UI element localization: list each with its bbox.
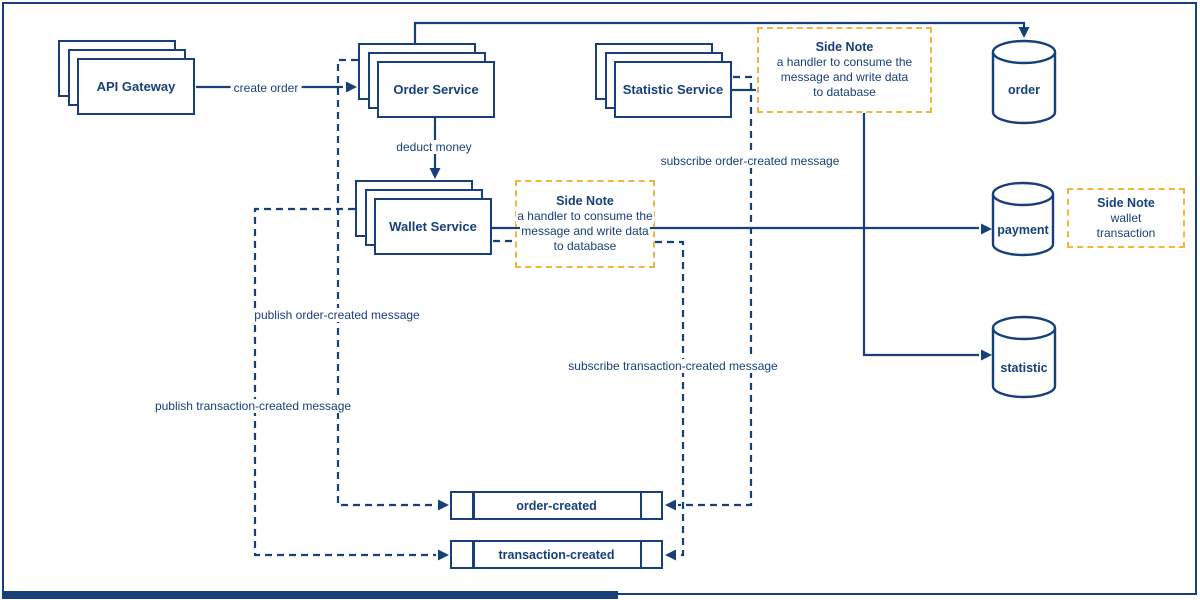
side-note-line: message and write data	[520, 224, 650, 239]
side-note-line: a handler to consume the	[775, 55, 914, 70]
statistic-database-cylinder	[991, 315, 1057, 399]
payment-side-note: Side Note wallet transaction	[1067, 188, 1185, 248]
api-gateway-label: API Gateway	[96, 79, 176, 94]
arrowhead-payment-db	[981, 223, 992, 235]
stack-box-front: Order Service	[377, 61, 495, 118]
subscribe-order-created-label: subscribe order-created message	[657, 154, 843, 168]
side-note-line: a handler to consume the	[516, 209, 654, 224]
arrowhead-order-created-right	[665, 499, 676, 511]
stack-box-front: API Gateway	[77, 58, 195, 115]
side-note-line: to database	[812, 85, 877, 100]
api-gateway-service: API Gateway	[58, 40, 195, 115]
arrowheads	[346, 27, 1030, 561]
publish-transaction-created-edge	[253, 207, 436, 557]
statistic-service: Statistic Service	[595, 43, 732, 118]
side-note-title: Side Note	[1095, 195, 1157, 211]
publish-order-created-edge	[336, 58, 436, 507]
publish-order-created-label: publish order-created message	[251, 308, 423, 322]
order-service: Order Service	[358, 43, 495, 118]
transaction-created-queue-label: transaction-created	[498, 547, 615, 562]
order-service-to-order-db-edge	[413, 21, 1026, 43]
arrowhead-order-db	[1018, 27, 1030, 38]
order-database-label: order	[1008, 83, 1040, 97]
publish-transaction-created-label: publish transaction-created message	[151, 399, 355, 413]
side-note-to-statistic-db-edge	[862, 113, 979, 357]
side-note-line: to database	[552, 239, 618, 254]
deduct-money-label: deduct money	[393, 140, 475, 154]
queue-divider	[472, 493, 475, 518]
arrowhead-deduct-money	[429, 168, 441, 179]
side-note-line: message and write data	[779, 70, 910, 85]
statistic-database-label: statistic	[1000, 361, 1048, 375]
subscribe-order-created-edge	[678, 75, 753, 507]
order-created-queue-label: order-created	[516, 498, 597, 513]
queue-divider	[639, 493, 642, 518]
arrowhead-create-order	[346, 81, 357, 93]
dashed-connectors	[253, 58, 753, 557]
wallet-service: Wallet Service	[355, 180, 492, 255]
stack-box-front: Wallet Service	[374, 198, 492, 255]
arrowhead-transaction-created-right	[665, 549, 676, 561]
arrowhead-order-created-left	[438, 499, 449, 511]
subscribe-transaction-created-label: subscribe transaction-created message	[565, 359, 781, 373]
queue-divider	[472, 542, 475, 567]
payment-database-cylinder	[991, 181, 1055, 257]
subscribe-transaction-created-edge	[655, 240, 685, 557]
statistic-side-note: Side Note a handler to consume the messa…	[757, 27, 932, 113]
order-database-cylinder	[991, 39, 1057, 125]
wallet-service-label: Wallet Service	[389, 219, 477, 234]
bottom-progress-bar	[2, 591, 618, 599]
create-order-label: create order	[230, 81, 302, 95]
order-created-queue: order-created	[450, 491, 663, 520]
arrowhead-statistic-db	[981, 349, 992, 361]
stack-box-front: Statistic Service	[614, 61, 732, 118]
arrowhead-transaction-created-left	[438, 549, 449, 561]
database-cylinders	[991, 39, 1057, 399]
side-note-title: Side Note	[554, 194, 616, 209]
wallet-side-note: Side Note a handler to consume the messa…	[515, 180, 655, 268]
transaction-created-queue: transaction-created	[450, 540, 663, 569]
queue-divider	[639, 542, 642, 567]
payment-database-label: payment	[997, 223, 1049, 237]
order-service-label: Order Service	[393, 82, 479, 97]
side-note-line: wallet	[1109, 210, 1143, 226]
statistic-service-label: Statistic Service	[622, 82, 724, 97]
side-note-title: Side Note	[813, 40, 876, 55]
side-note-line: transaction	[1095, 225, 1157, 241]
